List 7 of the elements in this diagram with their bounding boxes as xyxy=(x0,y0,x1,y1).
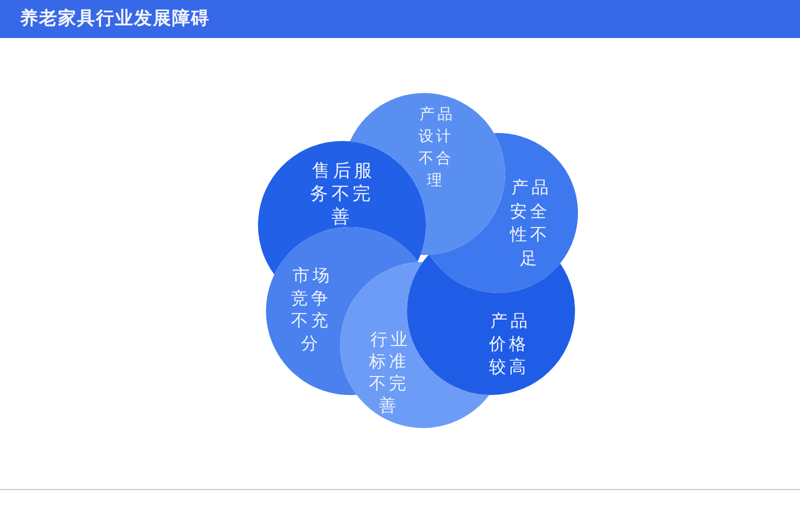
circle-label: 行业标准不完善 xyxy=(368,329,412,417)
circle-label: 售后服务不完善 xyxy=(309,160,376,228)
circle-label: 产品安全性不足 xyxy=(508,177,552,270)
circle-label: 产品设计不合理 xyxy=(417,105,456,191)
circle-label: 市场竞争不充分 xyxy=(290,265,334,354)
circle-label: 产品价格较高 xyxy=(488,310,532,378)
title: 养老家具行业发展障碍 xyxy=(20,8,210,30)
